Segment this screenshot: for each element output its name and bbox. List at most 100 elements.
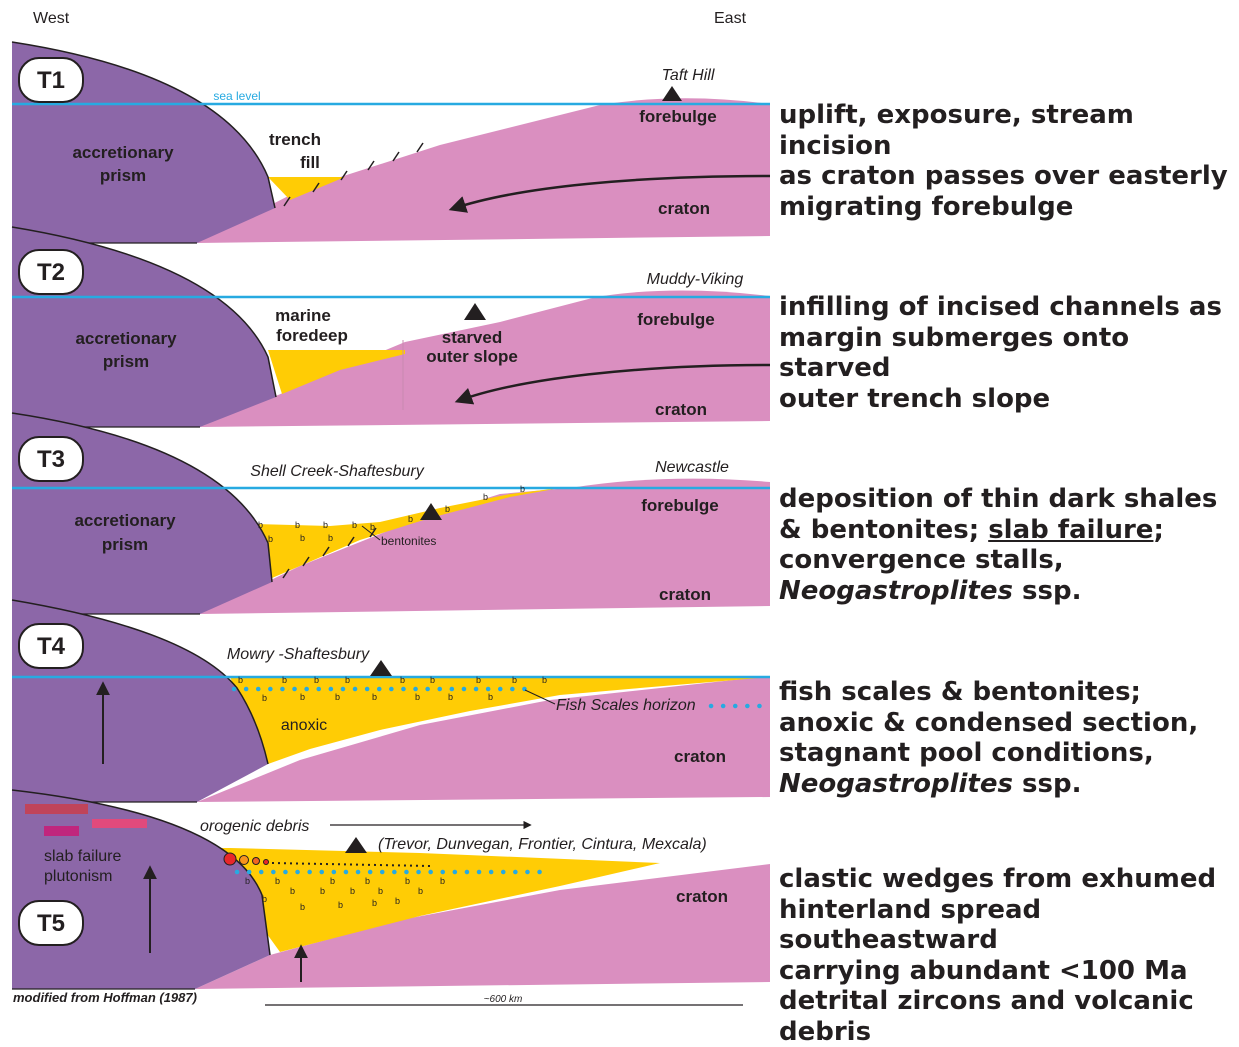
prism-outline [11, 599, 269, 765]
bentonite-leader [361, 525, 381, 541]
description-line: outer trench slope [779, 383, 1051, 414]
formation-label: Mowry -Shaftesbury [227, 646, 370, 663]
svg-text:b: b [372, 692, 377, 702]
svg-text:b: b [258, 520, 263, 530]
species-name: Neogastroplites [779, 575, 1013, 606]
fill-label: anoxic [281, 717, 327, 734]
panel-t3: b b b b b b b b b b b b T3 Shell Creek-S… [11, 412, 770, 615]
description-fragment: ; [1153, 514, 1164, 545]
svg-text:b: b [365, 876, 370, 886]
volcanic-clast [223, 852, 237, 866]
description-line: margin submerges onto starved [779, 322, 1130, 384]
horizon-leader [524, 689, 556, 705]
landmark-label: Newcastle [655, 459, 729, 476]
shale-fill-wedge [255, 488, 560, 578]
svg-text:b: b [542, 675, 547, 685]
craton-block [200, 487, 770, 614]
landmark-label: Taft Hill [662, 67, 715, 84]
plutonism-label-1: slab failure [44, 848, 121, 865]
svg-text:b: b [295, 520, 300, 530]
fill-label-2: fill [300, 153, 320, 172]
panel-badge [18, 249, 84, 295]
svg-text:b: b [430, 675, 435, 685]
svg-text:b: b [372, 898, 377, 908]
svg-text:b: b [275, 876, 280, 886]
bentonite-marks: b b b b b b b b b b b b [258, 484, 525, 544]
anoxic-fill-wedge [230, 677, 770, 764]
description-line: fish scales & bentonites; [779, 677, 1141, 707]
svg-text:b: b [476, 675, 481, 685]
description-line: hinterland spread southeastward [779, 894, 1042, 956]
horizon-label: Fish Scales horizon [556, 697, 696, 714]
description-line: deposition of thin dark shales [779, 484, 1218, 514]
clastic-wedge [205, 848, 660, 952]
mountain-marker [464, 303, 486, 320]
prism-outline [11, 226, 277, 398]
svg-text:b: b [314, 675, 319, 685]
description-line: convergence stalls, [779, 545, 1064, 575]
panel-id: T2 [37, 259, 65, 286]
description-line: stagnant pool conditions, [779, 738, 1154, 768]
svg-text:b: b [520, 484, 525, 494]
description-fragment: ssp. [1012, 768, 1082, 799]
prism-label-2: prism [103, 352, 149, 371]
mountain-marker [662, 86, 682, 101]
fault-ticks [282, 527, 377, 579]
svg-text:b: b [282, 675, 287, 685]
svg-text:b: b [290, 886, 295, 896]
description-line: detrital zircons and volcanic debris [779, 986, 1194, 1047]
plutonism-bar-3 [92, 819, 147, 828]
volcanic-clast [252, 857, 260, 865]
description-line: infilling of incised channels as [779, 292, 1222, 322]
craton-block [197, 676, 770, 802]
svg-text:b: b [445, 504, 450, 514]
description-fragment: & bentonites; [779, 514, 989, 545]
svg-text:b: b [262, 894, 267, 904]
description-t3: deposition of thin dark shales& bentonit… [779, 484, 1217, 606]
description-line: migrating forebulge [779, 191, 1074, 222]
description-underlined: slab failure [988, 514, 1154, 545]
description-line: clastic wedges from exhumed [779, 864, 1217, 894]
panel-id: T4 [37, 633, 66, 660]
svg-text:b: b [400, 675, 405, 685]
foreland-basin-diagram: West East T1 sea level accretionary pris… [11, 10, 771, 1006]
volcanic-clast [263, 859, 269, 865]
debris-label: orogenic debris [200, 818, 309, 835]
plutonism-bar-2 [44, 826, 79, 836]
description-line: as craton passes over easterly [779, 161, 1228, 191]
svg-text:b: b [338, 900, 343, 910]
bentonite-marks: b b b b b b b b b b b b b b b b [245, 876, 445, 912]
craton-block [195, 864, 770, 989]
plutonism-label-2: plutonism [44, 868, 112, 885]
species-name: Neogastroplites [779, 768, 1013, 799]
craton-motion-arrow [448, 174, 771, 213]
svg-text:b: b [320, 886, 325, 896]
panel-id: T5 [37, 910, 65, 937]
panel-t2: T2 accretionary prism marine foredeep st… [11, 226, 771, 428]
prism-outline [11, 412, 273, 583]
prism-label-2: prism [102, 535, 148, 554]
mountain-marker [345, 837, 367, 853]
svg-text:b: b [405, 876, 410, 886]
prism-label-1: accretionary [74, 511, 176, 530]
panel-id: T1 [37, 67, 65, 94]
craton-motion-arrow [454, 363, 771, 405]
formations-label: (Trevor, Dunvegan, Frontier, Cintura, Me… [378, 836, 707, 853]
mountain-marker [370, 660, 392, 676]
panel-badge [18, 623, 84, 669]
svg-text:b: b [300, 902, 305, 912]
craton-label: craton [658, 199, 710, 218]
svg-text:b: b [415, 692, 420, 702]
craton-label: craton [655, 400, 707, 419]
slope-label-2: outer slope [426, 347, 518, 366]
craton-label: craton [676, 887, 728, 906]
svg-text:b: b [395, 896, 400, 906]
panel-badge [18, 436, 84, 482]
east-label: East [714, 10, 747, 27]
svg-text:b: b [300, 692, 305, 702]
svg-text:b: b [268, 534, 273, 544]
panel-badge [18, 57, 84, 103]
